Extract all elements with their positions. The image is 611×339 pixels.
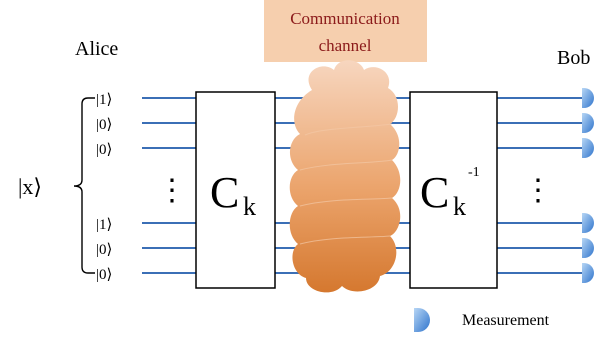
qubit-ket: |0⟩ [96, 267, 112, 283]
measurement-icon [582, 88, 594, 108]
qubit-ket: |0⟩ [96, 242, 112, 258]
ellipsis-right: ⋮ [523, 174, 553, 207]
svg-text:k: k [453, 192, 466, 221]
svg-text:k: k [243, 192, 256, 221]
measurement-meters [582, 88, 594, 283]
qubit-kets: |1⟩ |0⟩ |0⟩ |1⟩ |0⟩ |0⟩ [96, 92, 112, 283]
input-brace [73, 97, 95, 274]
svg-text:-1: -1 [468, 165, 480, 180]
alice-label: Alice [75, 38, 118, 60]
input-state-label: |x⟩ [18, 174, 42, 199]
measurement-icon [582, 113, 594, 133]
measurement-legend: Measurement [414, 308, 550, 332]
measurement-icon [582, 238, 594, 258]
svg-text:C: C [420, 168, 449, 217]
qubit-ket: |0⟩ [96, 142, 112, 158]
svg-text:C: C [210, 168, 239, 217]
qubit-ket: |0⟩ [96, 117, 112, 133]
measurement-icon [582, 138, 594, 158]
qubit-ket: |1⟩ [96, 217, 112, 233]
ellipsis-left: ⋮ [157, 174, 187, 207]
measurement-icon [414, 308, 430, 332]
measurement-icon [582, 213, 594, 233]
channel-label: Communication channel [264, 0, 427, 62]
bob-label: Bob [557, 47, 590, 69]
svg-text:Communication: Communication [290, 9, 400, 28]
qubit-ket: |1⟩ [96, 92, 112, 108]
svg-text:Measurement: Measurement [462, 312, 550, 329]
measurement-icon [582, 263, 594, 283]
decoder-gate: C k -1 [409, 91, 498, 289]
channel-cloud [289, 60, 401, 293]
encoder-gate: C k [195, 91, 276, 289]
svg-text:channel: channel [319, 36, 372, 55]
